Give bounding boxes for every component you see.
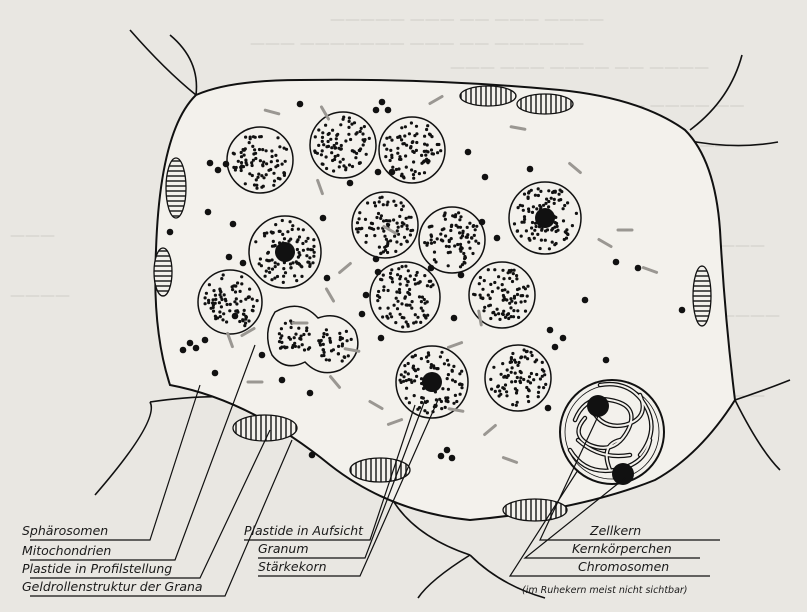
label-chromosomen: Chromosomen <box>578 559 669 574</box>
plastid <box>198 270 262 334</box>
label-zellkern: Zellkern <box>589 523 641 538</box>
label-granum: Granum <box>258 541 309 556</box>
plastid <box>352 192 418 258</box>
plastid <box>227 127 293 193</box>
nucleus <box>560 380 664 485</box>
label-note: (im Ruhekern meist nicht sichtbar) <box>522 585 688 596</box>
starch-grain <box>422 372 442 392</box>
plastid <box>509 182 581 254</box>
plastid <box>419 207 485 273</box>
svg-text:——— ——————— ——— —— ——————: ——— ——————— ——— —— —————— <box>250 34 584 52</box>
nucleolus <box>587 395 609 417</box>
svg-text:————: ———— <box>10 286 70 304</box>
labels-middle: Plastide in Aufsicht Granum Stärkekorn <box>244 523 364 574</box>
svg-text:————— ——— —— ——— ————: ————— ——— —— ——— ———— <box>330 10 604 28</box>
svg-text:———: ——— <box>10 226 55 244</box>
label-geldrollenstruktur: Geldrollenstruktur der Grana <box>22 579 203 594</box>
plastid <box>249 216 321 288</box>
starch-grain <box>275 242 295 262</box>
svg-text:————: ———— <box>720 306 780 324</box>
starch-grain <box>535 208 555 228</box>
label-kernkoerperchen: Kernkörperchen <box>572 541 672 556</box>
label-plastide-aufsicht: Plastide in Aufsicht <box>244 523 364 538</box>
label-spherosomen: Sphärosomen <box>22 523 108 538</box>
plastid <box>396 346 468 418</box>
svg-text:——— ——— ———— —— ————: ——— ——— ———— —— ———— <box>450 58 709 76</box>
label-mitochondrien: Mitochondrien <box>22 543 111 558</box>
svg-text:———: ——— <box>720 236 765 254</box>
label-plastide-profil: Plastide in Profilstellung <box>22 561 172 576</box>
plastid <box>310 112 376 178</box>
labels-right: Zellkern Kernkörperchen Chromosomen (im … <box>522 523 688 596</box>
label-staerkekorn: Stärkekorn <box>258 559 327 574</box>
nucleolus-2 <box>612 463 634 485</box>
plastid <box>485 345 551 411</box>
